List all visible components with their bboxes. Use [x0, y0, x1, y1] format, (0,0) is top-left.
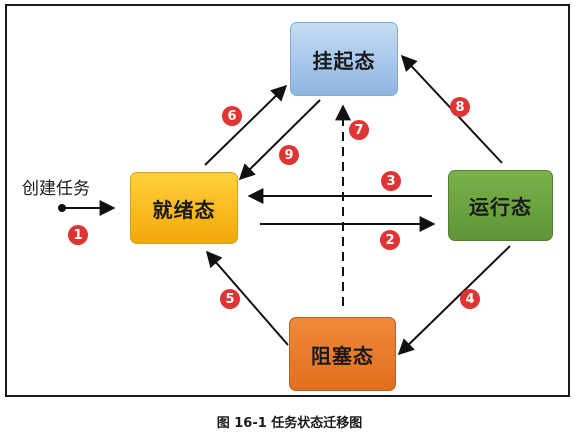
arrow-4-running-to-blocked	[397, 245, 511, 356]
create-task-label: 创建任务	[22, 179, 90, 199]
transition-badge-5: 5	[220, 289, 240, 309]
transition-badge-1: 1	[68, 225, 88, 245]
transition-badge-7: 7	[349, 120, 369, 140]
transition-badge-9: 9	[279, 145, 299, 165]
transition-badge-4: 4	[460, 289, 480, 309]
transition-badge-8: 8	[450, 97, 470, 117]
transition-badge-2: 2	[380, 230, 400, 250]
state-blocked: 阻塞态	[289, 317, 396, 391]
transition-badge-6: 6	[222, 106, 242, 126]
state-suspended: 挂起态	[290, 22, 398, 96]
state-running: 运行态	[448, 170, 553, 241]
transition-badge-3: 3	[381, 171, 401, 191]
figure-caption: 图 16-1 任务状态迁移图	[216, 416, 363, 431]
arrow-9-suspended-to-ready	[238, 99, 321, 181]
state-ready: 就绪态	[130, 172, 238, 244]
arrow-6-ready-to-suspended	[204, 84, 288, 166]
arrow-5-blocked-to-ready	[205, 250, 289, 346]
